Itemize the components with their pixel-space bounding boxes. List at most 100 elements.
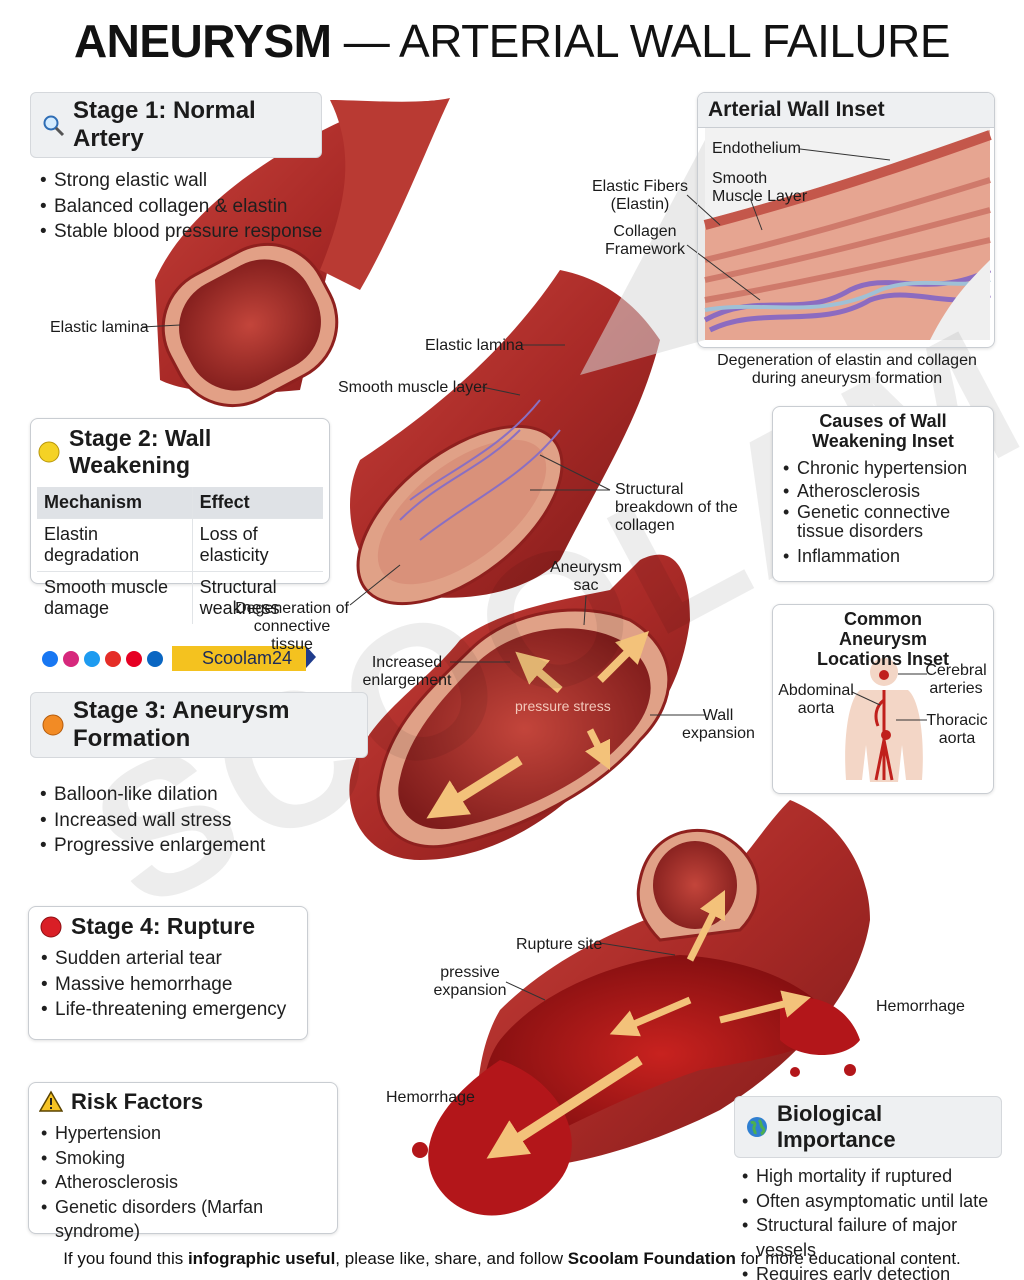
leader-lines bbox=[141, 148, 927, 1001]
elastic-lamina-label: Elastic lamina bbox=[50, 319, 149, 336]
list-item: Progressive enlargement bbox=[38, 833, 370, 859]
footer-text: If you found this infographic useful, pl… bbox=[0, 1249, 1024, 1269]
list-item: Balanced collagen & elastin bbox=[38, 194, 360, 220]
list-item: Chronic hypertension bbox=[781, 457, 985, 480]
stage4-card: Stage 4: Rupture Sudden arterial tear Ma… bbox=[28, 906, 308, 1040]
title-bold: ANEURYSM bbox=[73, 15, 332, 67]
table-cell: Smooth muscle damage bbox=[37, 571, 193, 624]
table-cell: Loss of elasticity bbox=[191, 518, 323, 572]
table-row: Smooth muscle damage Structural weakness bbox=[37, 571, 323, 624]
footer-bold-1: infographic useful bbox=[187, 1249, 336, 1268]
list-item: Requires early detection bbox=[740, 1262, 1004, 1280]
risk-heading: Risk Factors bbox=[39, 1089, 327, 1115]
degeneration-label: Degeneration of connective tissue bbox=[235, 600, 349, 653]
importance-title: Biological Importance bbox=[777, 1101, 896, 1152]
stage2-heading: Stage 2: Wall Weakening bbox=[37, 425, 323, 479]
elastic-fibers-label: Elastic Fibers (Elastin) bbox=[591, 178, 689, 213]
locations-title: Common Aneurysm Locations Inset bbox=[816, 609, 950, 669]
list-item: Genetic disorders (Marfan syndrome) bbox=[39, 1195, 327, 1244]
footer-post: for more educational content. bbox=[735, 1249, 961, 1268]
stage4-title: Stage 4: Rupture bbox=[71, 913, 256, 939]
aneurysm-sac-label: Aneurysm sac bbox=[549, 559, 623, 594]
importance-bullets: High mortality if ruptured Often asympto… bbox=[740, 1164, 1004, 1280]
list-item: Strong elastic wall bbox=[38, 168, 360, 194]
list-item: High mortality if ruptured bbox=[740, 1164, 1004, 1189]
structural-breakdown-label: Structural breakdown of the collagen bbox=[615, 481, 738, 534]
footer-bold-2[interactable]: Scoolam Foundation bbox=[567, 1249, 736, 1268]
stage4-heading: Stage 4: Rupture bbox=[39, 913, 297, 940]
endothelium-label: Endothelium bbox=[712, 140, 801, 157]
wall-inset-caption: Degeneration of elastin and collagen dur… bbox=[717, 352, 977, 387]
cerebral-label: Cerebral arteries bbox=[925, 662, 987, 697]
causes-card: Causes of Wall Weakening Inset Chronic h… bbox=[772, 406, 994, 582]
rupture-site-label: Rupture site bbox=[516, 936, 603, 953]
list-item: Hypertension bbox=[39, 1121, 327, 1146]
wall-inset-card: Arterial Wall Inset bbox=[697, 92, 995, 348]
instagram-icon[interactable] bbox=[63, 650, 79, 667]
stage1-title: Stage 1: Normal Artery bbox=[73, 97, 256, 152]
stage1-bullets: Strong elastic wall Balanced collagen & … bbox=[38, 168, 360, 245]
stage3-panel: Stage 3: Aneurysm Formation Balloon-like… bbox=[30, 692, 370, 859]
stage3-artery bbox=[349, 554, 690, 860]
stage1-artery bbox=[155, 98, 450, 408]
wall-inset-illustration bbox=[580, 128, 992, 375]
risk-title: Risk Factors bbox=[71, 1089, 204, 1114]
pressure-stress-label: pressure stress bbox=[515, 698, 611, 714]
footer-mid: , please like, share, and follow bbox=[335, 1249, 568, 1268]
causes-bullets: Chronic hypertension Atherosclerosis Gen… bbox=[781, 457, 985, 568]
list-item: Smoking bbox=[39, 1146, 327, 1171]
list-item: Inflammation bbox=[781, 545, 985, 568]
pinterest-icon[interactable] bbox=[126, 650, 142, 667]
brand-name[interactable]: Scoolam24 bbox=[172, 646, 317, 671]
x-icon[interactable] bbox=[84, 650, 100, 667]
orange-circle-icon bbox=[42, 714, 64, 736]
stage1-panel: Stage 1: Normal Artery Strong elastic wa… bbox=[30, 92, 360, 245]
hemorrhage-label: Hemorrhage bbox=[876, 998, 965, 1015]
stage4-bullets: Sudden arterial tear Massive hemorrhage … bbox=[39, 946, 297, 1023]
list-item: Sudden arterial tear bbox=[39, 946, 297, 972]
increased-enlargement-label: Increased enlargement bbox=[362, 654, 452, 689]
body-silhouette bbox=[845, 658, 923, 782]
stage4-artery bbox=[412, 800, 870, 1216]
title-rest: — ARTERIAL WALL FAILURE bbox=[331, 15, 951, 67]
yellow-circle-icon bbox=[38, 441, 60, 463]
facebook-icon[interactable] bbox=[42, 650, 58, 667]
elastic-lamina-label: Elastic lamina bbox=[425, 337, 524, 354]
importance-heading: Biological Importance bbox=[734, 1096, 1002, 1158]
magnifier-icon bbox=[43, 115, 65, 137]
hemorrhage-label: Hemorrhage bbox=[386, 1089, 475, 1106]
stage2-title: Stage 2: Wall Weakening bbox=[69, 425, 212, 478]
table-header: Effect bbox=[191, 487, 323, 519]
list-item: Balloon-like dilation bbox=[38, 782, 370, 808]
list-item: Increased wall stress bbox=[38, 808, 370, 834]
locations-card: Common Aneurysm Locations Inset bbox=[772, 604, 994, 794]
table-header: Mechanism bbox=[37, 487, 193, 519]
list-item: Genetic connective tissue disorders bbox=[781, 503, 985, 545]
page-title: ANEURYSM — ARTERIAL WALL FAILURE bbox=[0, 14, 1024, 68]
table-cell: Elastin degradation bbox=[37, 518, 193, 572]
list-item: Atherosclerosis bbox=[39, 1170, 327, 1195]
collagen-label: Collagen Framework bbox=[604, 223, 685, 258]
causes-title: Causes of Wall Weakening Inset bbox=[812, 411, 954, 451]
importance-panel: Biological Importance High mortality if … bbox=[734, 1096, 1004, 1280]
list-item: Atherosclerosis bbox=[781, 480, 985, 503]
list-item: Stable blood pressure response bbox=[38, 219, 360, 245]
mechanism-table: Mechanism Effect Elastin degradation Los… bbox=[37, 487, 323, 624]
stage3-heading: Stage 3: Aneurysm Formation bbox=[30, 692, 368, 758]
list-item: Massive hemorrhage bbox=[39, 972, 297, 998]
linkedin-icon[interactable] bbox=[147, 650, 163, 667]
wall-expansion-label: Wall expansion bbox=[682, 707, 755, 742]
red-circle-icon bbox=[40, 916, 62, 937]
list-item: Structural failure of major vessels bbox=[740, 1213, 1004, 1262]
footer-pre: If you found this bbox=[63, 1249, 188, 1268]
abdominal-label: Abdominal aorta bbox=[778, 682, 854, 717]
warning-icon bbox=[39, 1090, 63, 1112]
table-row: Elastin degradation Loss of elasticity bbox=[37, 518, 323, 572]
stage1-heading: Stage 1: Normal Artery bbox=[30, 92, 322, 158]
smooth-muscle-label: Smooth Muscle Layer bbox=[712, 170, 808, 205]
pressive-expansion-label: pressive expansion bbox=[433, 964, 507, 999]
list-item: Life-threatening emergency bbox=[39, 997, 297, 1023]
youtube-icon[interactable] bbox=[105, 650, 121, 667]
wall-inset-title: Arterial Wall Inset bbox=[698, 93, 994, 128]
